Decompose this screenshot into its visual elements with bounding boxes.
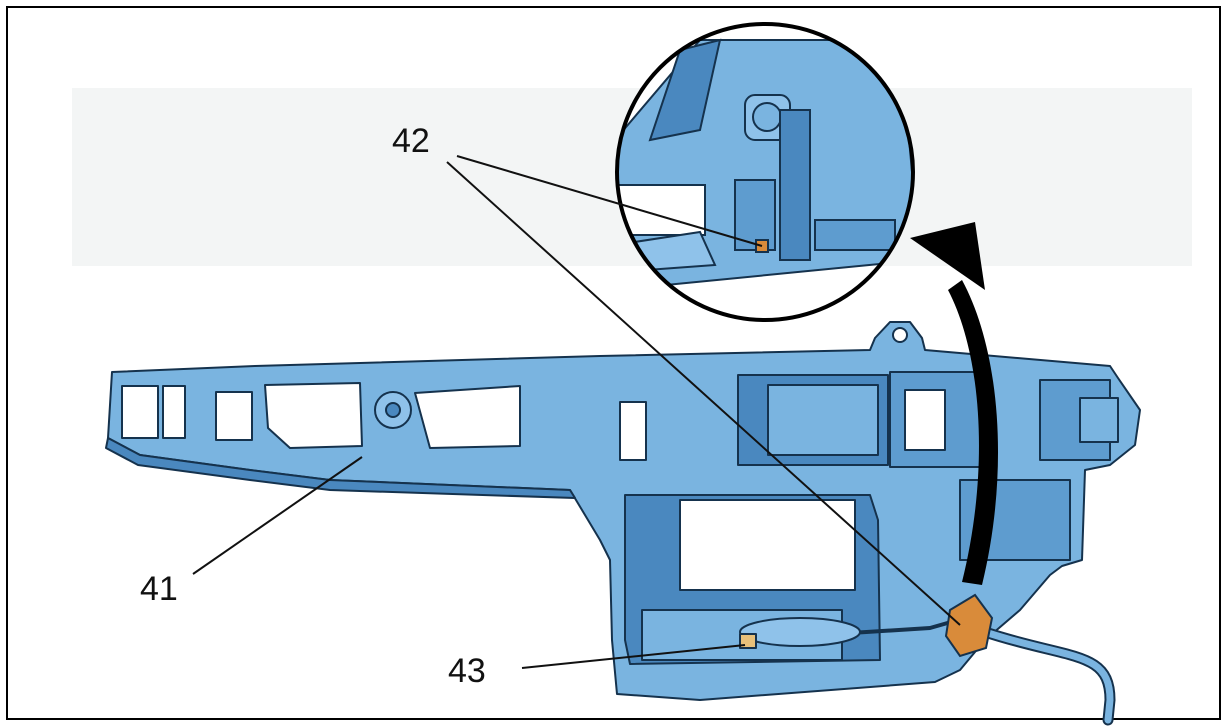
detail-slot: [734, 179, 776, 251]
arm-opening-right: [414, 385, 521, 449]
leader-42-detail: [456, 155, 763, 247]
end-cap-boss: [1079, 397, 1119, 443]
detail-boss-hole: [752, 102, 782, 132]
arm-underside: [105, 437, 576, 499]
arm-slot-4: [619, 401, 647, 461]
pivot-screw-head: [385, 402, 401, 418]
curved-arrow: [910, 222, 999, 585]
lower-cavity-window: [679, 499, 856, 591]
leader-43: [521, 644, 746, 669]
cable-end-fitting: [944, 593, 994, 658]
leader-41: [192, 456, 363, 575]
callout-41: 41: [140, 570, 178, 608]
cable-outer: [979, 626, 1116, 726]
detail-face-dark: [648, 38, 722, 142]
mounting-hole: [892, 327, 908, 343]
arm-slot-2: [162, 385, 186, 439]
detail-window-left: [617, 184, 706, 236]
detail-view: [615, 22, 915, 322]
arm-opening-left: [264, 382, 363, 449]
leader-lines: [192, 155, 961, 669]
latch-window: [904, 389, 946, 451]
detail-rib: [779, 109, 811, 261]
arm-slot-3: [215, 391, 253, 441]
leader-42-part: [446, 161, 961, 626]
cable-inner: [981, 628, 1114, 724]
callout-42: 42: [392, 122, 430, 160]
detail-lower-block: [814, 219, 896, 251]
detail-circle-outline: [615, 22, 915, 322]
cable-spool: [739, 617, 861, 647]
callout-43: 43: [448, 652, 486, 690]
mechanism-block: [767, 384, 879, 456]
arm-slot-1: [121, 385, 159, 439]
